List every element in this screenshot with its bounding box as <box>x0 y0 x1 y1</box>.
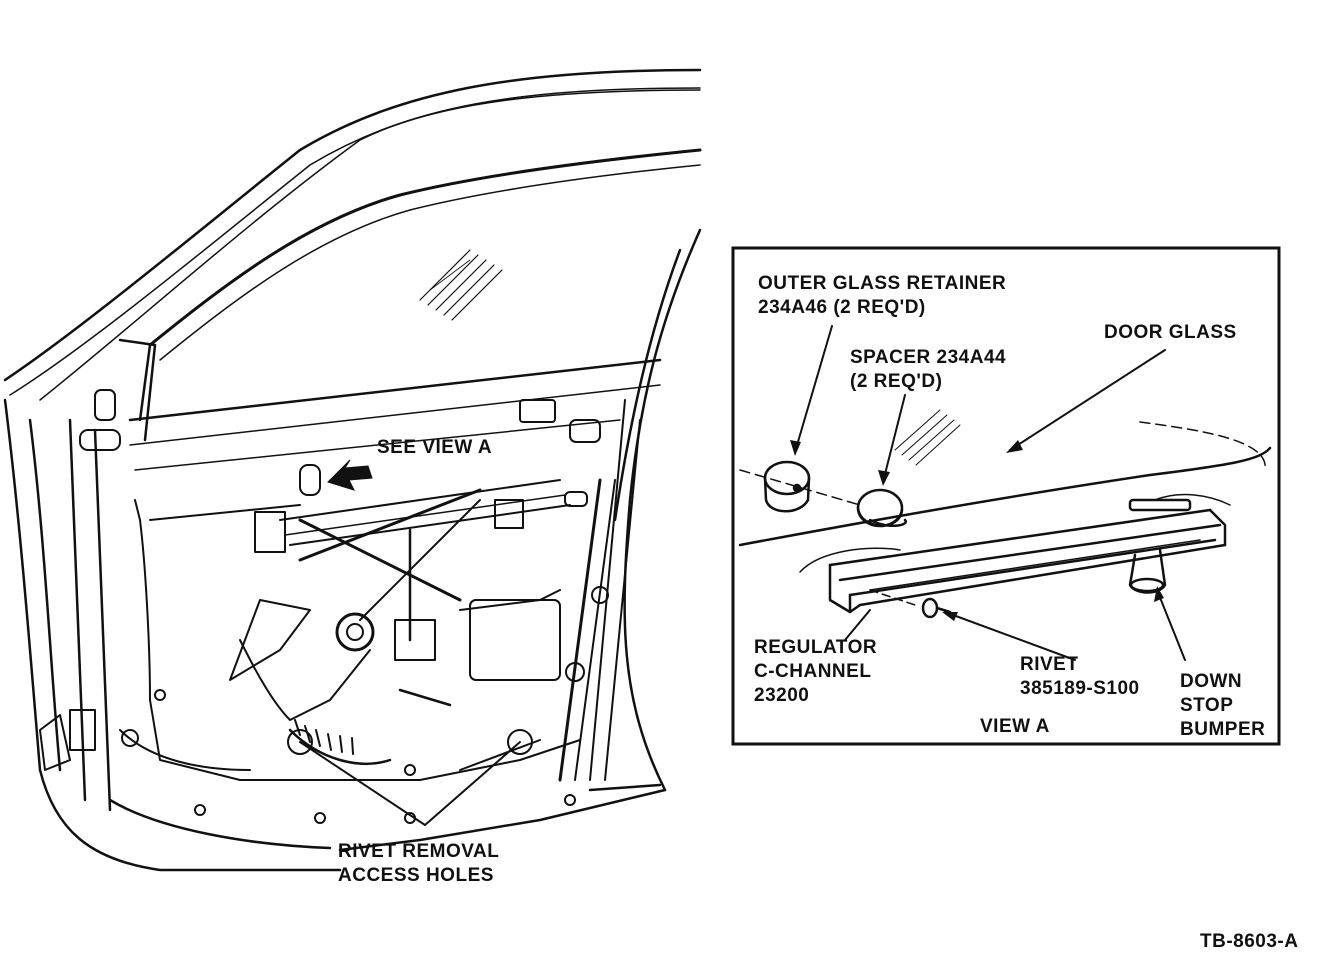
regulator-line-3: 23200 <box>754 685 810 706</box>
rivet-line-2: 385189-S100 <box>1020 678 1140 699</box>
spacer-label: SPACER 234A44 (2 REQ'D) <box>850 346 1006 394</box>
regulator-label: REGULATOR C-CHANNEL 23200 <box>754 636 877 708</box>
figure-code-label: TB-8603-A <box>1200 931 1299 952</box>
view-a-frame <box>731 246 1281 746</box>
view-a-label: VIEW A <box>980 716 1050 737</box>
see-view-a-label: SEE VIEW A <box>377 437 493 458</box>
window-glass-hatch <box>419 249 503 321</box>
rivet-removal-line-1: RIVET REMOVAL <box>338 841 500 862</box>
view-a-arrowheads <box>790 440 1164 621</box>
spacer-line-1: SPACER 234A44 <box>850 347 1007 368</box>
down-stop-line-3: BUMPER <box>1180 719 1266 740</box>
rivet-removal-line-2: ACCESS HOLES <box>338 865 494 886</box>
rivet-access-leaders <box>299 741 521 826</box>
rivet-line-1: RIVET <box>1020 654 1079 675</box>
inner-door-panel <box>39 389 641 824</box>
outer-glass-retainer-label: OUTER GLASS RETAINER 234A46 (2 REQ'D) <box>758 272 1006 320</box>
spacer-line-2: (2 REQ'D) <box>850 371 943 392</box>
rivet-removal-label: RIVET REMOVAL ACCESS HOLES <box>338 840 499 888</box>
down-stop-line-2: STOP <box>1180 695 1234 716</box>
view-a-detail <box>738 409 1272 619</box>
outer-glass-retainer-line-1: OUTER GLASS RETAINER <box>758 273 1007 294</box>
down-stop-bumper-label: DOWN STOP BUMPER <box>1180 670 1265 742</box>
rivet-label: RIVET 385189-S100 <box>1020 653 1140 701</box>
see-view-a-arrow <box>327 459 373 491</box>
down-stop-line-1: DOWN <box>1180 671 1243 692</box>
regulator-line-1: REGULATOR <box>754 637 878 658</box>
outer-glass-retainer-line-2: 234A46 (2 REQ'D) <box>758 297 926 318</box>
door-outer-frame <box>3 68 702 872</box>
regulator-line-2: C-CHANNEL <box>754 661 872 682</box>
view-a-leaders <box>794 325 1186 661</box>
door-glass-label: DOOR GLASS <box>1104 322 1237 343</box>
